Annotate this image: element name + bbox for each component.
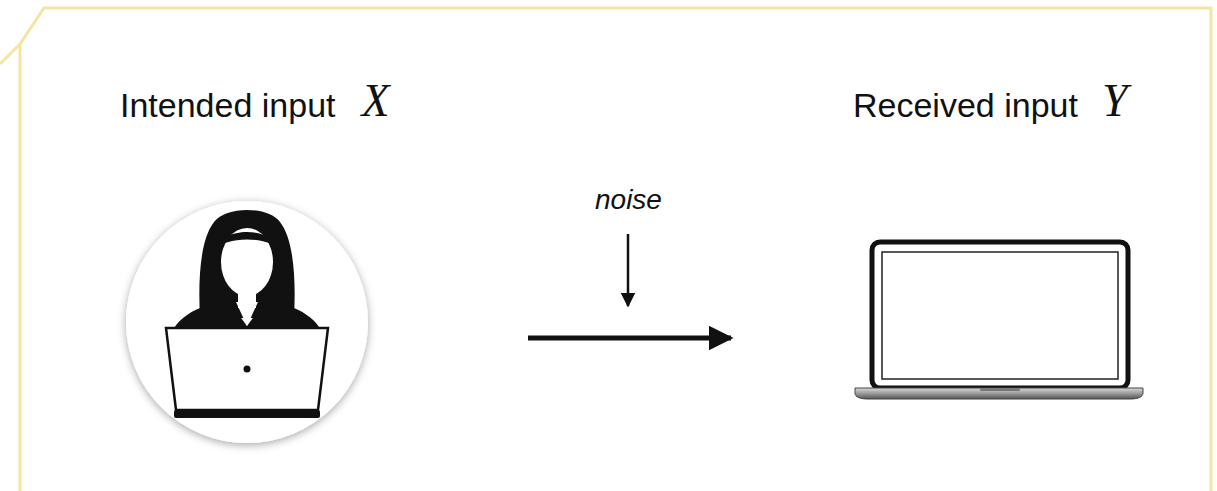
frame-border: [20, 8, 1211, 491]
output-label: Received input: [853, 88, 1078, 122]
laptop-icon: [855, 242, 1143, 399]
channel-arrow: [528, 336, 731, 341]
variable-symbol: Y: [1102, 78, 1128, 124]
variable-symbol: X: [362, 78, 390, 124]
noise-arrow: [627, 234, 630, 306]
frame-edge: [0, 44, 20, 491]
person-icon: [166, 210, 328, 418]
input-label: Intended input: [120, 88, 336, 122]
noise-label: noise: [595, 186, 662, 214]
person-circle: [126, 201, 368, 443]
